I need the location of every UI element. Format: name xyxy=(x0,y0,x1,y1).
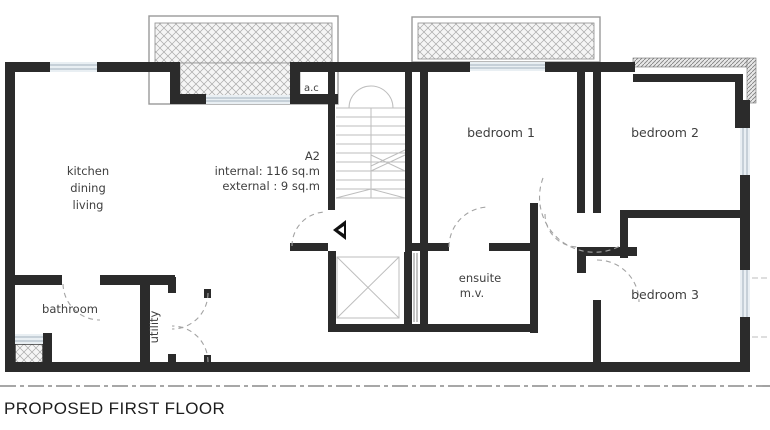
wall-bed1-north-b xyxy=(545,62,607,72)
wall-elev-east xyxy=(404,252,412,332)
wall-outer-bottom xyxy=(5,362,750,372)
wall-top-a xyxy=(5,62,50,72)
bedroom3-label: bedroom 3 xyxy=(631,287,699,302)
window xyxy=(206,95,290,104)
kitchen-label-line2: dining xyxy=(70,181,106,195)
wall-entry-jamb xyxy=(290,243,328,251)
stair-landing-arc xyxy=(348,85,394,109)
wall-outer-right-c xyxy=(740,317,750,372)
wall-ensuite-north-a xyxy=(410,243,449,251)
wall-ensuite-east xyxy=(530,203,538,333)
wall-bed2-north-a xyxy=(593,62,635,72)
wall-bath-north-a xyxy=(10,275,62,285)
elevator-car xyxy=(336,256,400,319)
wall-bed1-east xyxy=(577,67,585,213)
wall-stair-east xyxy=(405,68,412,252)
entrance-arrow-icon xyxy=(333,220,346,240)
duct-mv xyxy=(413,253,418,322)
wall-bath-utility-divider xyxy=(140,285,150,372)
kitchen-label-line1: kitchen xyxy=(67,164,109,178)
wall-hall-horiz xyxy=(577,247,637,256)
balcony-top-hatch xyxy=(417,22,595,60)
wall-outer-right-b xyxy=(740,175,750,270)
reference-lines xyxy=(0,277,770,387)
window xyxy=(15,334,43,344)
window-kitchen-north xyxy=(50,62,97,72)
wall-shaft-stub xyxy=(43,333,52,372)
door-arc-entrance xyxy=(291,211,327,247)
ensuite-label-line1: ensuite xyxy=(459,271,501,285)
ensuite-label-line2: m.v. xyxy=(460,286,484,300)
wall-bed2-east-inner xyxy=(735,82,743,128)
door-arc-bathroom xyxy=(62,283,101,321)
windows xyxy=(15,62,750,344)
window xyxy=(50,62,97,72)
stair-direction-line xyxy=(370,154,406,172)
wall-elev-west xyxy=(328,251,336,332)
unit-external-area: external : 9 sq.m xyxy=(222,179,320,193)
elevator-cross xyxy=(336,256,400,319)
entrance-arrow-notch xyxy=(338,226,344,234)
kitchen-label-line3: living xyxy=(73,198,104,212)
walls xyxy=(5,62,750,372)
unit-name: A2 xyxy=(305,149,320,163)
utility-label: utility xyxy=(147,310,161,343)
bathroom-label: bathroom xyxy=(42,302,98,316)
wall-step-horiz xyxy=(170,94,206,104)
stair-break-line xyxy=(370,149,406,167)
balcony-left-hatch-upper xyxy=(154,22,333,64)
bedroom2-label: bedroom 2 xyxy=(631,125,699,140)
wall-utility-stub-top xyxy=(168,277,176,293)
door-arc-bedroom2 xyxy=(538,177,621,253)
wall-bed3-west-lower xyxy=(593,300,601,366)
wall-bed1-north-a xyxy=(420,62,470,72)
door-arc-ensuite xyxy=(448,206,490,248)
labels: kitchen dining living a.c A2 internal: 1… xyxy=(4,83,699,418)
window-bedroom2-east xyxy=(740,128,750,175)
party-wall-hatch-top xyxy=(632,57,749,68)
party-wall-hatch-right xyxy=(746,57,757,104)
wall-top-b xyxy=(97,62,180,72)
window xyxy=(740,270,750,317)
door-arc-bedroom3 xyxy=(596,259,640,303)
wall-elev-south xyxy=(328,324,412,332)
bedroom1-label: bedroom 1 xyxy=(467,125,535,140)
staircase xyxy=(335,85,406,199)
wall-ensuite-north-b xyxy=(489,243,538,251)
window xyxy=(468,62,545,71)
drawing-title: PROPOSED FIRST FLOOR xyxy=(4,399,225,418)
elevator xyxy=(336,256,400,319)
wall-stair-west xyxy=(328,68,335,210)
stair-direction-line xyxy=(335,188,406,199)
window-bathroom-shaft xyxy=(15,334,43,344)
wall-ensuite-south xyxy=(412,324,538,332)
wall-ac-west xyxy=(290,72,300,102)
wall-hall-vert xyxy=(577,247,586,273)
wall-bed3-west-upper xyxy=(620,210,628,258)
wall-step-vert xyxy=(170,72,180,102)
wall-top-c xyxy=(290,62,420,72)
wall-ensuite-west xyxy=(420,251,428,324)
balcony-top xyxy=(411,16,601,63)
unit-internal-area: internal: 116 sq.m xyxy=(215,164,320,178)
door-swings xyxy=(62,177,640,363)
wall-bath-north-b xyxy=(100,275,175,285)
wall-outer-left xyxy=(5,62,15,372)
slider-kitchen-balcony xyxy=(206,95,290,104)
wall-bed2-north-inner xyxy=(633,74,743,82)
window xyxy=(740,128,750,175)
door-arc-utility-upper xyxy=(171,292,209,330)
window-bedroom3-east xyxy=(740,270,750,317)
wall-bed2-bed3-divider xyxy=(620,210,748,218)
wall-outer-right-a xyxy=(740,100,750,128)
wall-bed2-west xyxy=(593,67,601,213)
wall-ac-south xyxy=(290,94,338,104)
wall-utility-stub-bottom xyxy=(168,354,176,372)
wall-bed1-west xyxy=(420,67,428,245)
door-arc-bedroom1 xyxy=(544,213,579,248)
window-bedroom1-north xyxy=(468,62,545,71)
door-arc-utility-lower xyxy=(171,325,209,363)
ac-label: a.c xyxy=(304,83,319,94)
